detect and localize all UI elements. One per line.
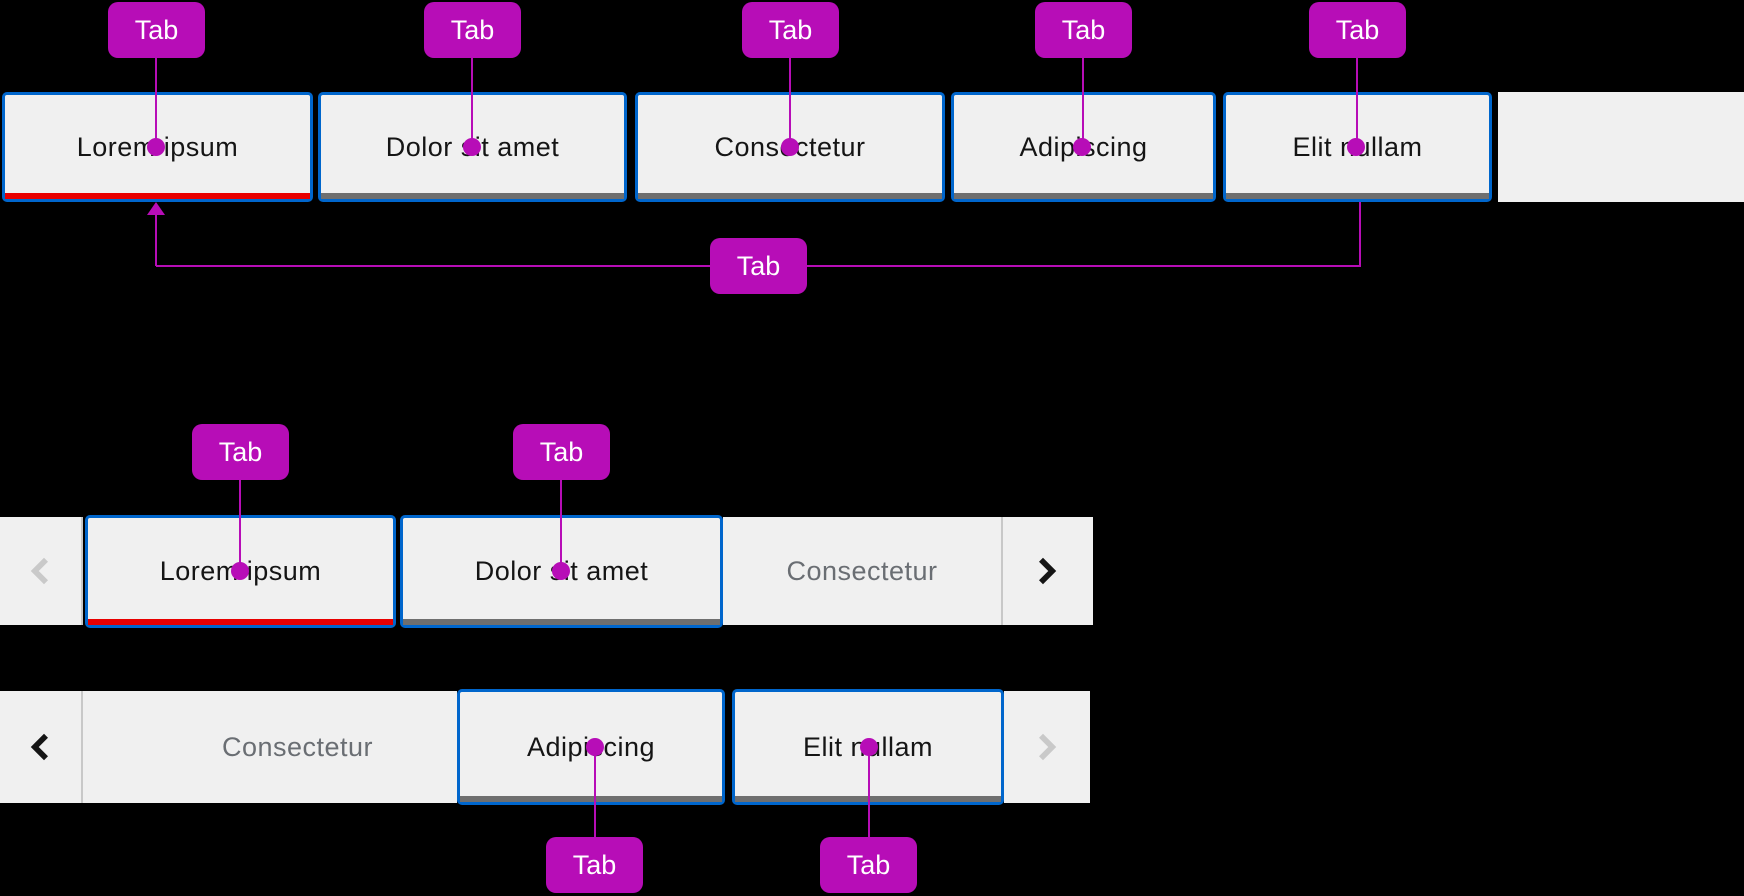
annotation-dot	[552, 562, 570, 580]
annotation-tab-label: Tab	[1309, 2, 1406, 58]
annotation-connector	[155, 214, 157, 266]
tab-lorem-ipsum[interactable]: Lorem ipsum	[2, 92, 313, 202]
scroll-right-button[interactable]	[1024, 725, 1068, 769]
scroll-right-button[interactable]	[1024, 549, 1068, 593]
annotation-tab-label: Tab	[108, 2, 205, 58]
annotation-connector	[868, 747, 870, 837]
annotation-dot	[1073, 138, 1091, 156]
chevron-left-icon	[30, 557, 48, 585]
separator	[81, 691, 83, 803]
annotation-connector	[594, 747, 596, 837]
annotation-connector	[155, 57, 157, 147]
annotation-connector	[560, 479, 562, 571]
annotation-dot	[147, 138, 165, 156]
tab-consectetur-clipped-label[interactable]: Consectetur	[221, 731, 374, 762]
tab-consectetur-clipped[interactable]	[83, 691, 457, 803]
annotation-dot	[231, 562, 249, 580]
scroll-button-area	[0, 517, 81, 625]
separator	[1001, 517, 1003, 625]
tab-adipiscing[interactable]: Adipiscing	[457, 689, 725, 805]
annotation-dot	[781, 138, 799, 156]
annotation-dot	[463, 138, 481, 156]
scroll-left-button[interactable]	[19, 725, 63, 769]
separator	[81, 517, 83, 625]
annotation-connector	[239, 479, 241, 571]
tab-bar-filler	[1498, 92, 1744, 202]
annotation-arrow-up	[147, 202, 165, 215]
annotation-tab-label: Tab	[710, 238, 807, 294]
annotation-tab-label: Tab	[742, 2, 839, 58]
annotation-tab-label: Tab	[192, 424, 289, 480]
tab-consectetur-clipped[interactable]: Consectetur	[786, 555, 938, 586]
annotation-tab-label: Tab	[1035, 2, 1132, 58]
annotation-connector	[471, 57, 473, 147]
chevron-right-icon	[1039, 733, 1057, 761]
annotation-connector	[1356, 57, 1358, 147]
chevron-left-icon	[30, 733, 48, 761]
annotation-connector	[789, 57, 791, 147]
tab-bar-filler	[723, 517, 1093, 625]
annotation-connector	[1359, 202, 1361, 266]
annotation-connector	[1082, 57, 1084, 147]
annotation-tab-label: Tab	[820, 837, 917, 893]
annotation-dot	[1347, 138, 1365, 156]
annotation-tab-label: Tab	[513, 424, 610, 480]
annotation-tab-label: Tab	[546, 837, 643, 893]
annotation-tab-label: Tab	[424, 2, 521, 58]
scroll-button-area	[1004, 691, 1090, 803]
scroll-button-area	[0, 691, 81, 803]
chevron-right-icon	[1039, 557, 1057, 585]
scroll-left-button[interactable]	[19, 549, 63, 593]
